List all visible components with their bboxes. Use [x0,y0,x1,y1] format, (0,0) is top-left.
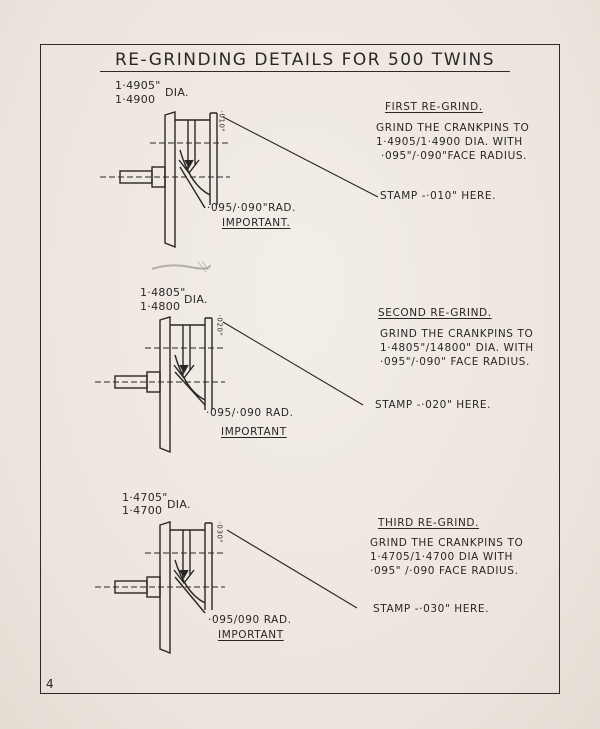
stamp-leader-1 [222,116,379,198]
stamp-note-2: STAMP -·020" HERE. [375,399,492,411]
important-label-1: IMPORTANT. [222,217,291,229]
dia-lower-3: 1·4700 [122,504,163,517]
crankpin-diagram-3 [95,521,225,655]
rad-label-2: ·095/·090 RAD. [206,407,294,419]
regrind-line2-2: 1·4805"/14800" DIA. WITH [380,342,534,354]
dia-upper-1: 1·4905" [115,79,161,92]
stamp-note-3: STAMP -·030" HERE. [373,603,490,615]
stamp-leader-2 [222,321,364,406]
dia-suffix-3: DIA. [167,498,191,511]
stamp-note-1: STAMP -·010" HERE. [380,190,497,202]
important-label-3: IMPORTANT [218,629,284,641]
page-number: 4 [46,677,54,691]
regrind-line3-1: ·095"/·090"FACE RADIUS. [381,150,528,162]
dia-suffix-1: DIA. [165,86,189,99]
important-label-2: IMPORTANT [221,426,287,438]
dia-lower-1: 1·4900 [115,93,156,106]
dia-upper-3: 1·4705" [122,491,168,504]
rad-label-1: ·095/·090"RAD. [207,202,297,214]
page-border [40,44,560,694]
regrind-line1-2: GRIND THE CRANKPINS TO [380,328,534,340]
regrind-line3-2: ·095"/·090" FACE RADIUS. [380,356,530,368]
rad-label-3: ·095/090 RAD. [208,614,292,626]
crankpin-diagram-1 [100,111,230,249]
stamp-leader-3 [226,529,358,609]
dia-lower-2: 1·4800 [140,300,181,313]
dia-suffix-2: DIA. [184,293,208,306]
regrind-line2-1: 1·4905/1·4900 DIA. WITH [376,136,523,148]
regrind-heading-2: SECOND RE-GRIND. [378,307,492,319]
regrind-line1-1: GRIND THE CRANKPINS TO [376,122,530,134]
crankpin-diagram-2 [95,316,225,454]
ink-smudge [151,260,211,273]
regrind-line1-3: GRIND THE CRANKPINS TO [370,537,524,549]
regrind-heading-3: THIRD RE-GRIND. [378,517,480,529]
regrind-heading-1: FIRST RE-GRIND. [385,101,483,113]
dia-upper-2: 1·4805" [140,286,186,299]
regrind-line3-3: ·095" /·090 FACE RADIUS. [370,565,519,577]
regrind-line2-3: 1·4705/1·4700 DIA WITH [370,551,514,563]
page-title: RE-GRINDING DETAILS FOR 500 TWINS [100,50,510,72]
